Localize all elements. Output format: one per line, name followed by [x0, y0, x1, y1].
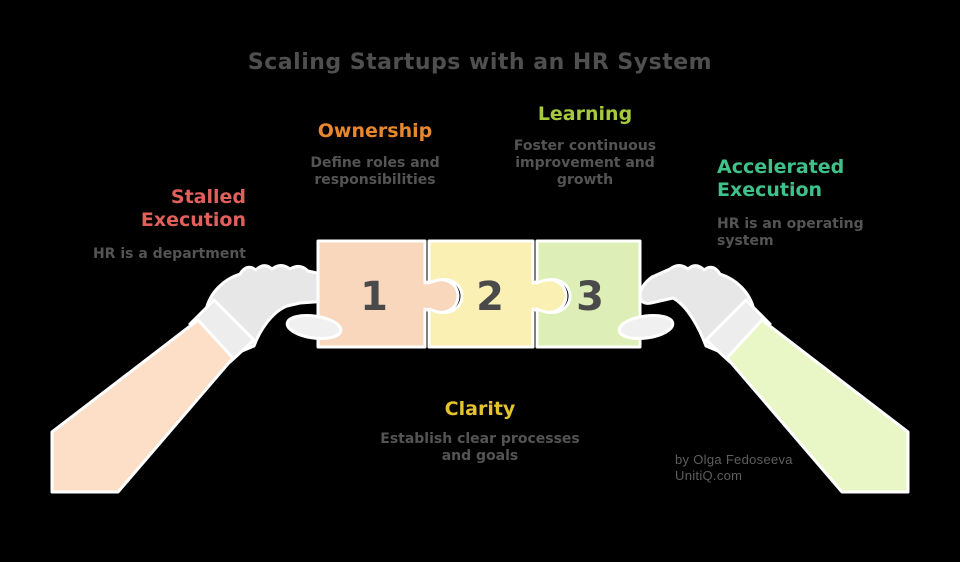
section-learning-title: Learning	[537, 103, 633, 125]
page-title: Scaling Startups with an HR System	[247, 50, 713, 75]
section-accelerated-title-line2: Execution	[717, 179, 823, 201]
section-ownership: Ownership Define roles and responsibilit…	[290, 120, 460, 189]
attribution-author: by Olga Fedoseeva	[675, 452, 793, 467]
left-arm	[50, 264, 346, 494]
section-stalled-title-line1: Stalled	[170, 186, 246, 208]
section-clarity-title: Clarity	[444, 398, 516, 420]
section-ownership-title: Ownership	[317, 120, 433, 142]
section-stalled-subtitle: HR is a department	[92, 246, 246, 262]
section-accelerated-title-line1: Accelerated	[717, 156, 845, 178]
puzzle	[316, 239, 642, 349]
puzzle-piece-2	[427, 239, 568, 349]
attribution: by Olga Fedoseeva UnitiQ.com	[675, 452, 793, 484]
right-arm	[638, 264, 910, 494]
left-sleeve-icon	[50, 318, 235, 494]
puzzle-piece-3	[535, 239, 642, 349]
section-accelerated-title: Accelerated Execution	[717, 156, 882, 202]
section-learning-subtitle: Foster continuous improvement and growth	[513, 138, 657, 188]
attribution-site: UnitiQ.com	[675, 468, 743, 483]
section-stalled-execution: Stalled Execution HR is a department	[93, 186, 246, 263]
section-ownership-subtitle: Define roles and responsibilities	[310, 155, 440, 188]
piece-number-3: 3	[576, 274, 604, 320]
right-thumb-icon	[617, 313, 675, 341]
section-clarity-subtitle: Establish clear processes and goals	[380, 431, 580, 464]
section-stalled-title-line2: Execution	[140, 209, 246, 231]
piece-number-1: 1	[360, 274, 388, 320]
left-thumb-icon	[285, 313, 343, 341]
section-learning: Learning Foster continuous improvement a…	[500, 103, 670, 189]
right-sleeve-icon	[725, 318, 910, 494]
section-accelerated-execution: Accelerated Execution HR is an operating…	[717, 156, 882, 250]
section-clarity: Clarity Establish clear processes and go…	[380, 398, 580, 465]
piece-number-2: 2	[476, 274, 504, 320]
section-accelerated-subtitle: HR is an operating system	[717, 216, 864, 249]
section-stalled-title: Stalled Execution	[93, 186, 246, 232]
